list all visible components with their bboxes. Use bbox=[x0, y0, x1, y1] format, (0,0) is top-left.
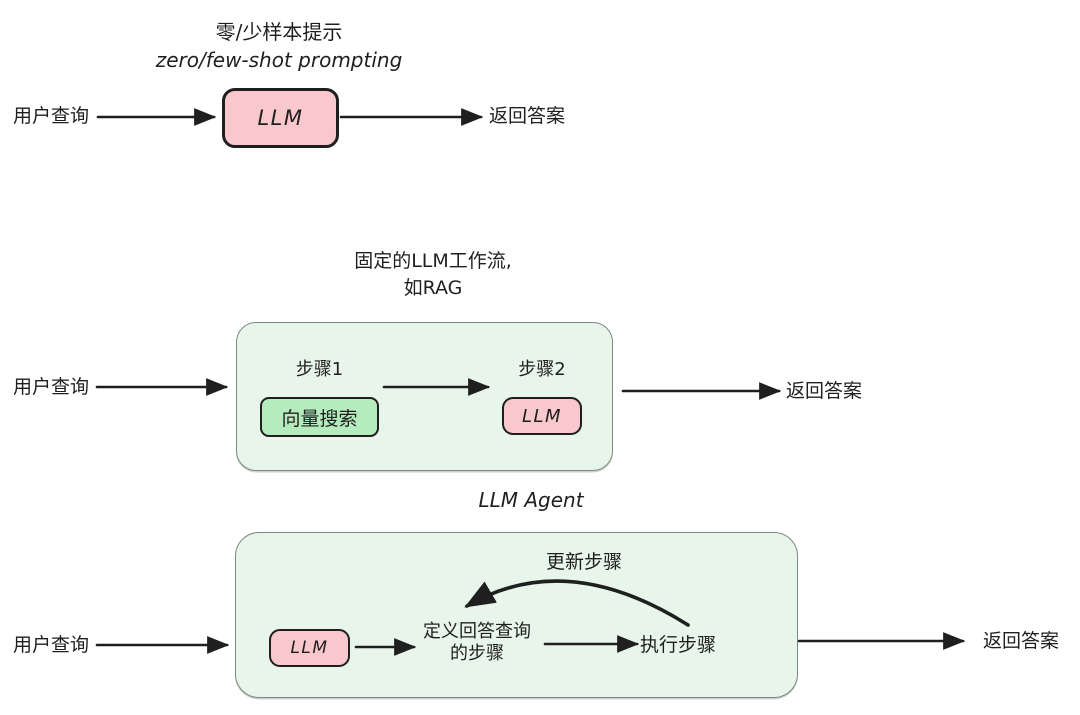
fixed-workflow-title-line2: 如RAG bbox=[403, 277, 463, 299]
agent-llm-box-label: LLM bbox=[290, 638, 329, 658]
fixed-workflow-title-line1: 固定的LLM工作流, bbox=[354, 250, 512, 272]
zfs-return-answer-label: 返回答案 bbox=[489, 105, 566, 127]
rag-llm-box-label: LLM bbox=[521, 405, 563, 427]
rag-llm-box: LLM bbox=[502, 397, 582, 435]
zfs-user-query-label: 用户查询 bbox=[13, 105, 90, 127]
agent-update-loop-arrow bbox=[464, 579, 690, 627]
agent-define-steps-label: 定义回答查询 的步骤 bbox=[397, 621, 557, 665]
zero-few-shot-title-zh: 零/少样本提示 bbox=[215, 20, 343, 44]
agent-llm-box: LLM bbox=[269, 629, 350, 667]
rag-step1-label: 步骤1 bbox=[295, 359, 344, 380]
zero-few-shot-title: 零/少样本提示 zero/few-shot prompting bbox=[109, 18, 449, 74]
zero-few-shot-title-en: zero/few-shot prompting bbox=[155, 48, 403, 72]
fixed-workflow-title: 固定的LLM工作流, 如RAG bbox=[283, 248, 583, 302]
rag-vector-search-box-label: 向量搜索 bbox=[281, 407, 358, 430]
rag-step2-label: 步骤2 bbox=[518, 359, 566, 380]
fixed-workflow-panel bbox=[236, 322, 613, 471]
llm-agent-title: LLM Agent bbox=[478, 488, 584, 512]
agent-define-steps-line1: 定义回答查询 bbox=[423, 621, 531, 642]
agent-user-query-label: 用户查询 bbox=[13, 634, 90, 656]
zfs-llm-box: LLM bbox=[222, 88, 339, 148]
llm-agent-panel bbox=[235, 532, 798, 698]
rag-user-query-label: 用户查询 bbox=[13, 376, 90, 398]
agent-define-steps-line2: 的步骤 bbox=[450, 643, 504, 664]
agent-return-answer-label: 返回答案 bbox=[983, 630, 1060, 652]
agent-execute-steps-label: 执行步骤 bbox=[640, 634, 717, 656]
rag-vector-search-box: 向量搜索 bbox=[260, 397, 379, 437]
rag-return-answer-label: 返回答案 bbox=[786, 380, 863, 402]
agent-update-steps-label: 更新步骤 bbox=[545, 551, 622, 573]
zfs-llm-box-label: LLM bbox=[257, 106, 304, 130]
